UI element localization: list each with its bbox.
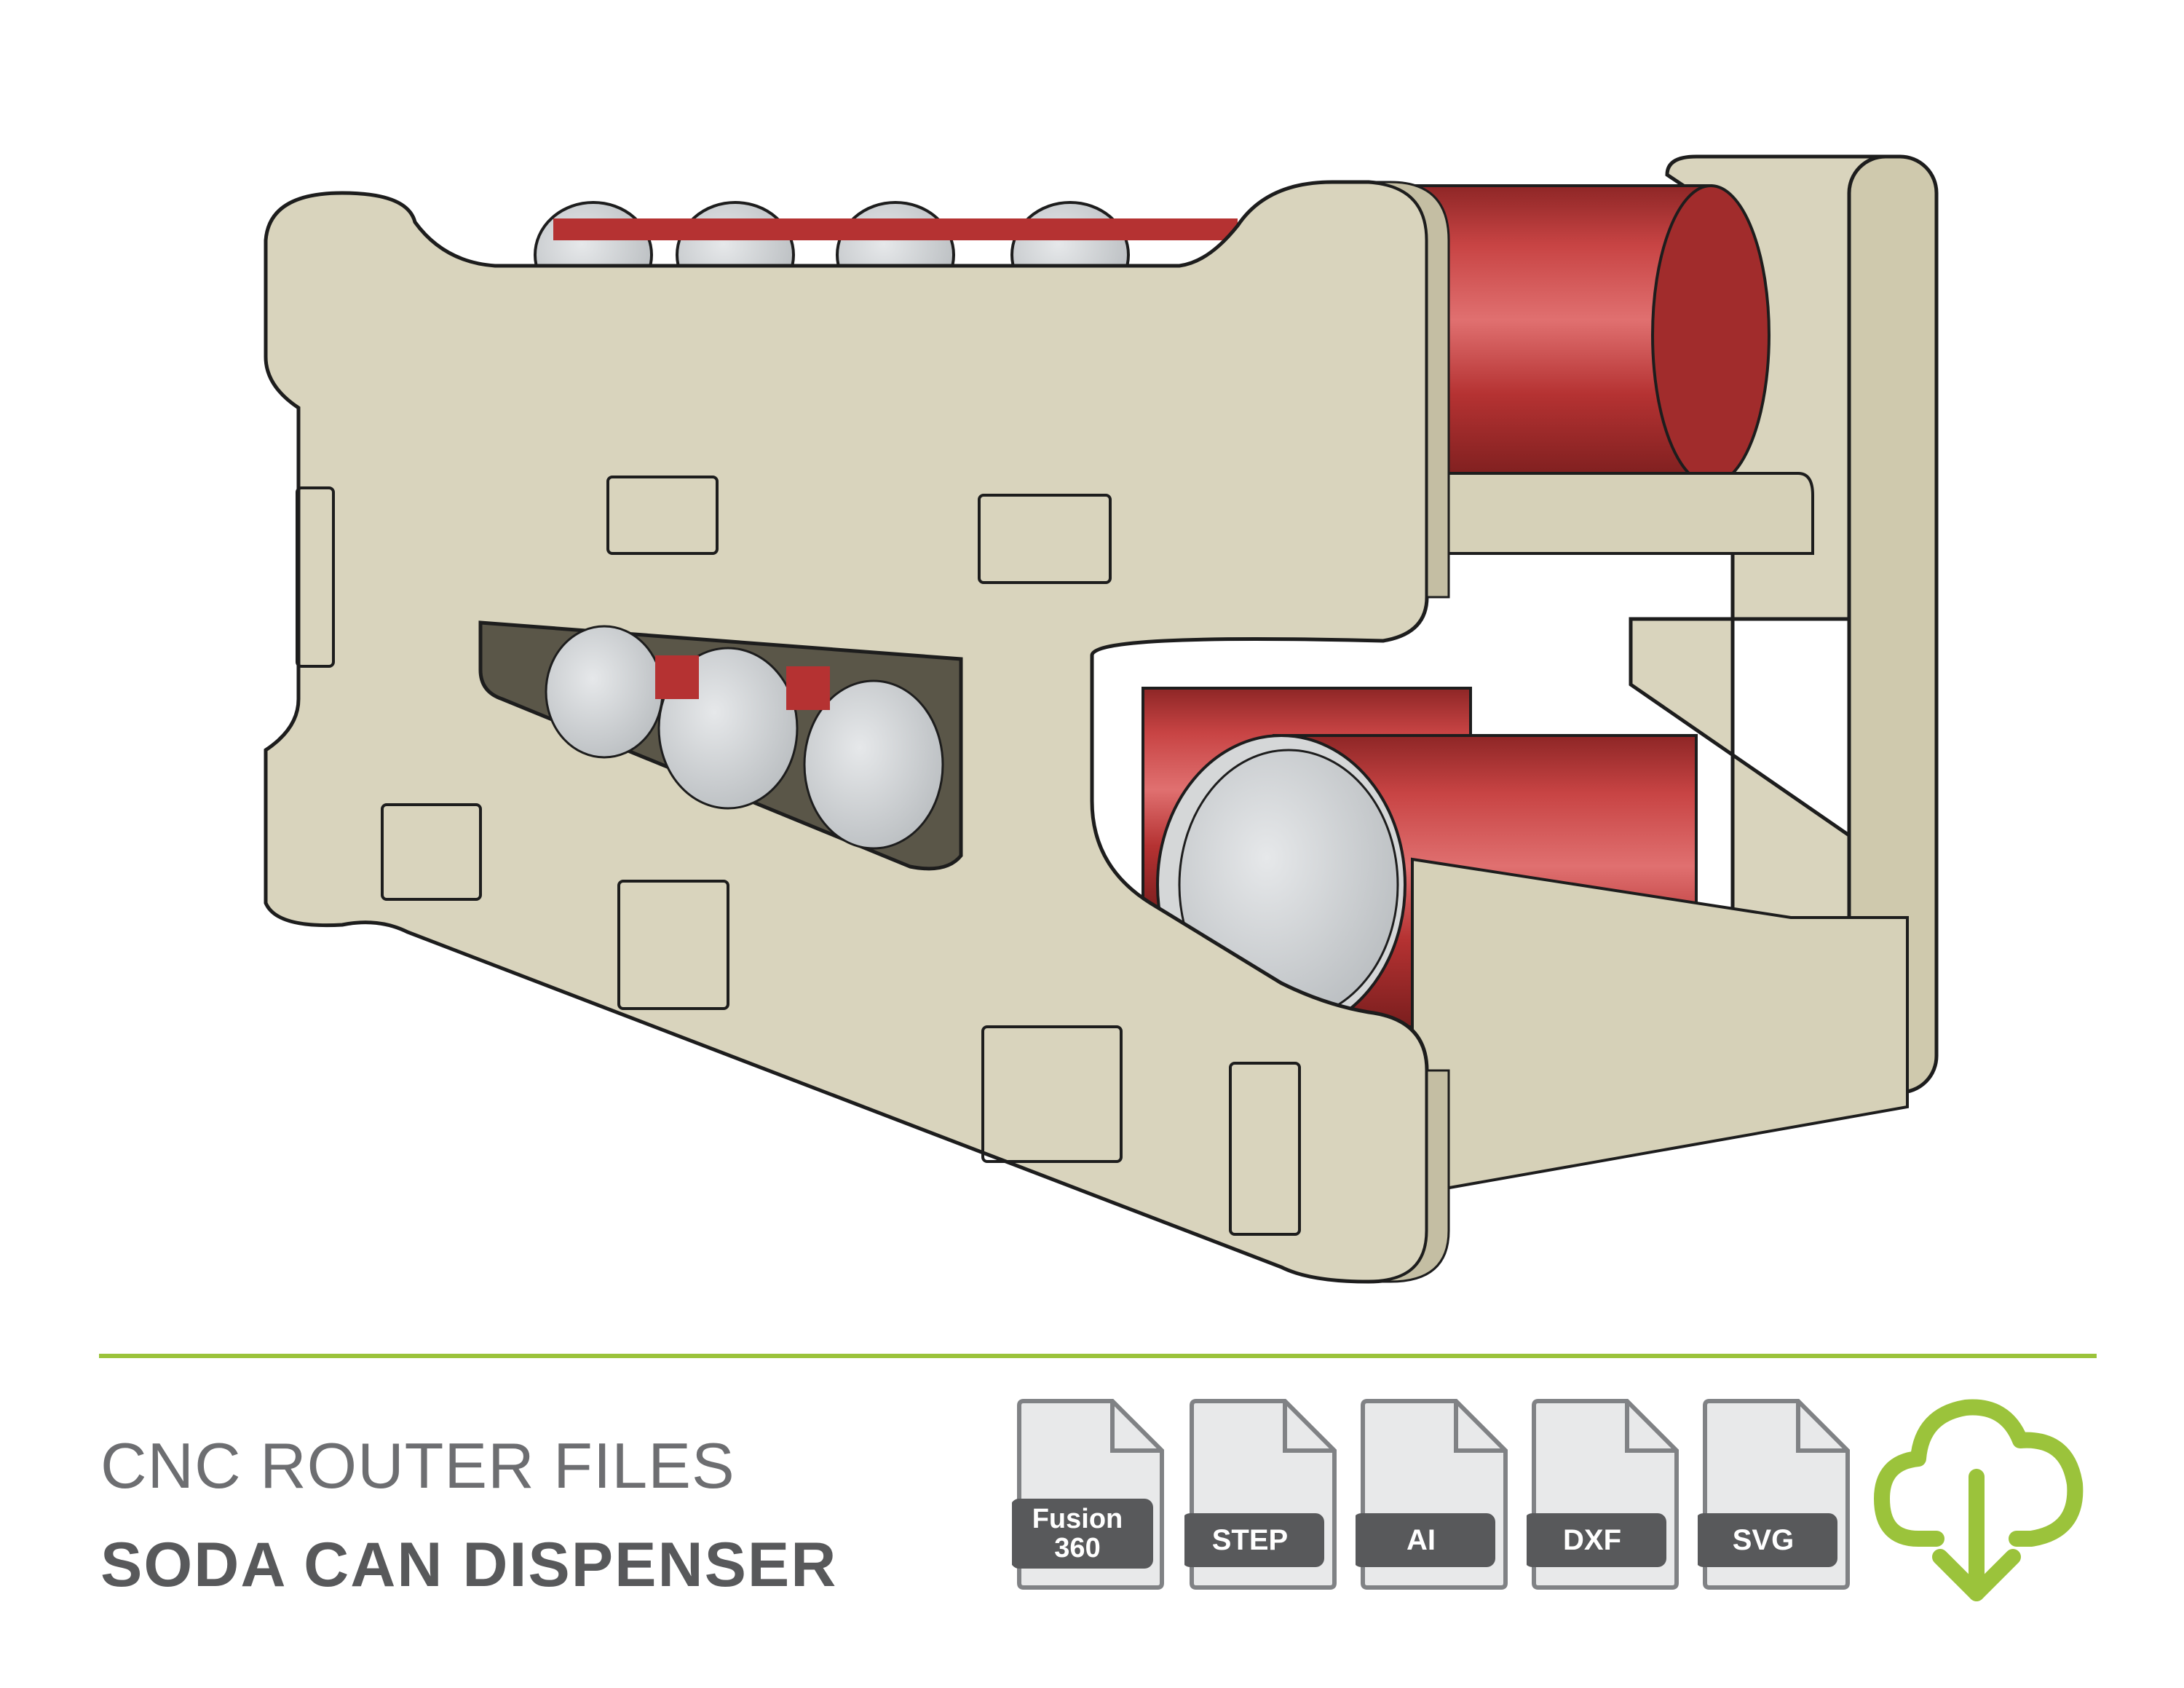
file-format-svg[interactable]: SVG	[1698, 1397, 1852, 1592]
format-label-step: STEP	[1211, 1524, 1289, 1556]
document-icon	[1698, 1399, 1850, 1590]
file-format-fusion-360[interactable]: Fusion 360	[1012, 1397, 1166, 1592]
file-format-dxf[interactable]: DXF	[1527, 1397, 1681, 1592]
file-format-step[interactable]: STEP	[1184, 1397, 1339, 1592]
upper-red-can	[1396, 184, 1770, 486]
document-icon	[1184, 1399, 1337, 1590]
format-label-dxf: DXF	[1563, 1524, 1621, 1556]
document-icon	[1012, 1399, 1164, 1590]
document-icon	[1527, 1399, 1679, 1590]
page-subtitle: CNC ROUTER FILES	[100, 1429, 735, 1502]
side-window	[478, 620, 963, 871]
middle-shelf	[1425, 472, 1814, 555]
product-render-image	[264, 154, 1939, 1284]
cloud-download-icon[interactable]	[1871, 1375, 2089, 1608]
format-label-fusion: Fusion 360	[1032, 1504, 1123, 1563]
document-icon	[1356, 1399, 1508, 1590]
accent-divider	[99, 1354, 2097, 1358]
format-label-ai: AI	[1406, 1524, 1436, 1556]
format-label-svg: SVG	[1732, 1524, 1795, 1556]
page-title: SODA CAN DISPENSER	[100, 1530, 838, 1600]
tab-slots	[296, 476, 1301, 1236]
file-format-ai[interactable]: AI	[1356, 1397, 1510, 1592]
